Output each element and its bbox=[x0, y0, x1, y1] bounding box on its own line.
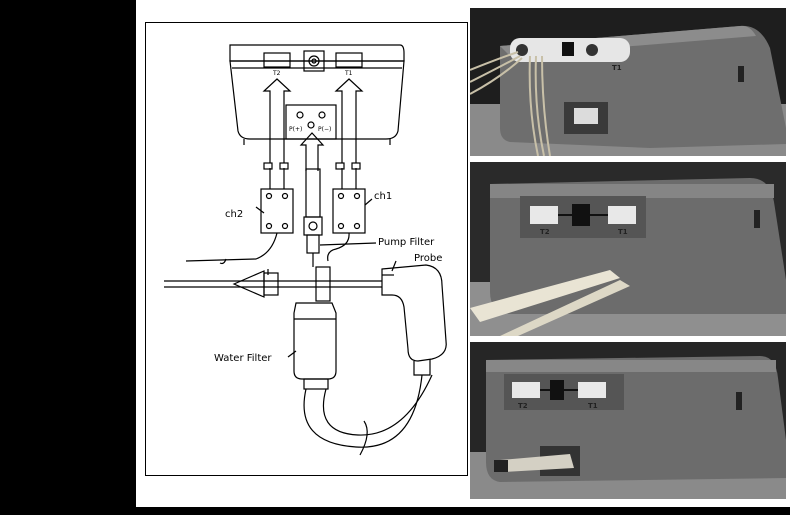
label-probe: Probe bbox=[414, 253, 442, 264]
left-black-bar bbox=[0, 0, 136, 515]
top-photo: T1 bbox=[470, 8, 786, 156]
label-water-filter: Water Filter bbox=[214, 353, 272, 364]
label-ch1: ch1 bbox=[374, 191, 392, 202]
label-ch2: ch2 bbox=[225, 209, 243, 220]
label-p-minus: P(−) bbox=[318, 126, 331, 133]
connection-diagram: T2 T1 P(+) P(−) ch2 ch1 Pump Filter Prob… bbox=[145, 22, 468, 476]
photo2-label-t2: T2 bbox=[540, 228, 550, 236]
diagram-svg: T2 T1 P(+) P(−) ch2 ch1 Pump Filter Prob… bbox=[164, 44, 447, 456]
photo3-label-t2: T2 bbox=[518, 402, 528, 410]
bottom-photo: T2 T1 bbox=[470, 342, 786, 499]
photo3-label-t1: T1 bbox=[588, 402, 598, 410]
photo2-label-t1: T1 bbox=[618, 228, 628, 236]
label-pump-filter: Pump Filter bbox=[378, 237, 435, 248]
label-t1: T1 bbox=[344, 70, 353, 77]
bottom-black-bar bbox=[0, 507, 790, 515]
label-p-plus: P(+) bbox=[289, 126, 302, 133]
label-t2: T2 bbox=[272, 70, 281, 77]
middle-photo: T2 T1 bbox=[470, 162, 786, 336]
photo1-label-t1: T1 bbox=[612, 64, 622, 72]
